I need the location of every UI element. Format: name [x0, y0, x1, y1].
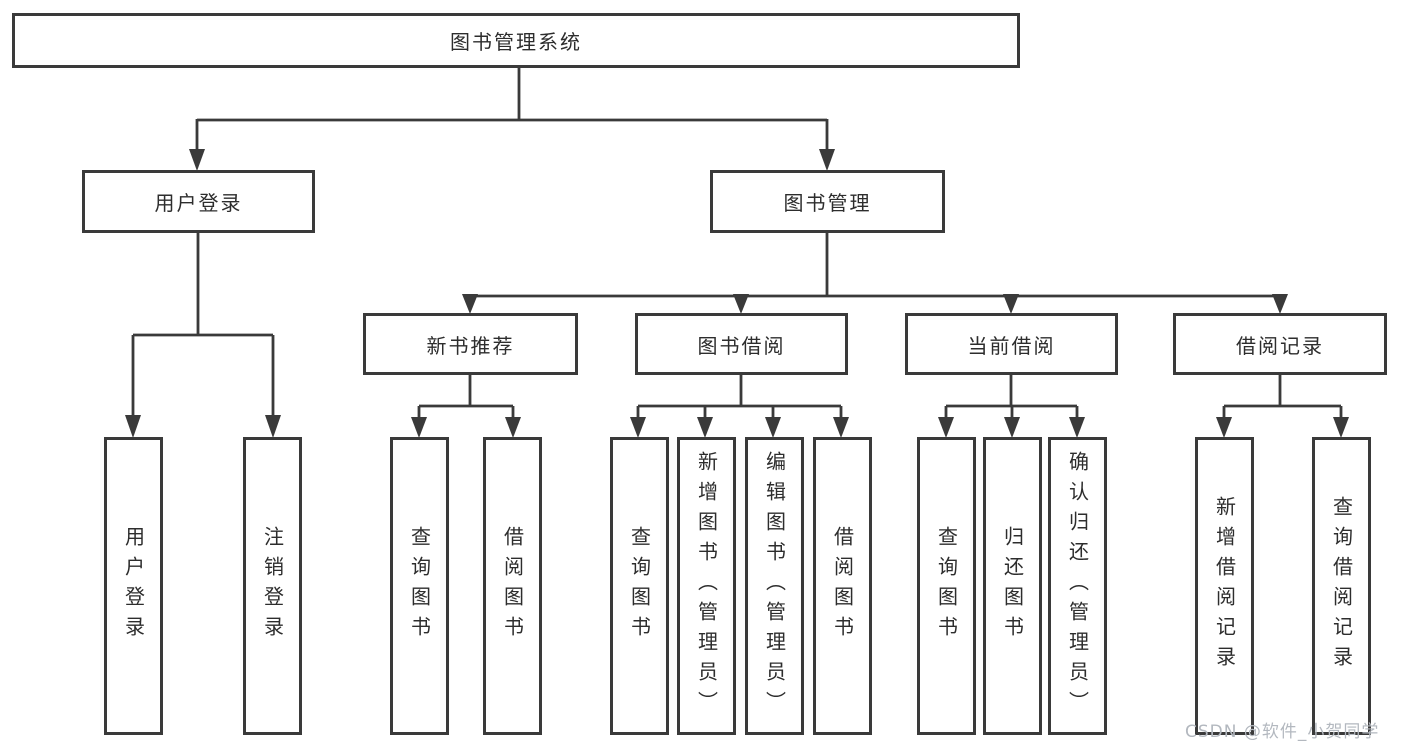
leaf-label: 用户登录 — [121, 526, 146, 646]
leaf-user-login: 用户登录 — [104, 437, 163, 735]
leaf-label: 查询图书 — [407, 526, 432, 646]
node-book-borrow: 图书借阅 — [635, 313, 848, 375]
arrowheads — [125, 149, 1349, 438]
leaf-borrow-books-recommend: 借阅图书 — [483, 437, 542, 735]
leaf-query-books-borrow: 查询图书 — [610, 437, 669, 735]
csdn-watermark: CSDN @软件_小贺同学 — [1185, 722, 1380, 742]
leaf-label: 新增图书（管理员） — [694, 451, 719, 721]
leaf-add-books-admin: 新增图书（管理员） — [677, 437, 736, 735]
leaf-label: 查询图书 — [627, 526, 652, 646]
node-label: 新书推荐 — [426, 333, 515, 358]
leaf-label: 编辑图书（管理员） — [762, 451, 787, 721]
leaf-query-borrow-record: 查询借阅记录 — [1312, 437, 1371, 735]
leaf-label: 借阅图书 — [500, 526, 525, 646]
node-label: 图书管理 — [783, 191, 872, 215]
leaf-label: 查询借阅记录 — [1329, 496, 1354, 676]
leaf-add-borrow-record: 新增借阅记录 — [1195, 437, 1254, 735]
leaf-borrow-books: 借阅图书 — [813, 437, 872, 735]
leaf-label: 新增借阅记录 — [1212, 496, 1237, 676]
node-label: 图书管理系统 — [450, 30, 582, 54]
leaf-logout: 注销登录 — [243, 437, 302, 735]
node-label: 借阅记录 — [1236, 333, 1324, 358]
leaf-label: 借阅图书 — [830, 526, 855, 646]
node-user-login: 用户登录 — [82, 170, 315, 233]
leaf-label: 确认归还（管理员） — [1065, 451, 1090, 721]
node-label: 用户登录 — [154, 191, 243, 215]
node-library-management-system: 图书管理系统 — [12, 13, 1020, 68]
leaf-label: 归还图书 — [1000, 526, 1025, 646]
leaf-query-books-recommend: 查询图书 — [390, 437, 449, 735]
node-label: 当前借阅 — [967, 333, 1056, 358]
node-new-book-recommend: 新书推荐 — [363, 313, 578, 375]
node-label: 图书借阅 — [697, 333, 786, 358]
node-borrow-records: 借阅记录 — [1173, 313, 1387, 375]
node-current-borrow: 当前借阅 — [905, 313, 1118, 375]
leaf-return-books: 归还图书 — [983, 437, 1042, 735]
node-book-management: 图书管理 — [710, 170, 945, 233]
leaf-label: 注销登录 — [260, 526, 285, 646]
leaf-confirm-return-admin: 确认归还（管理员） — [1048, 437, 1107, 735]
leaf-query-books-current: 查询图书 — [917, 437, 976, 735]
leaf-edit-books-admin: 编辑图书（管理员） — [745, 437, 804, 735]
leaf-label: 查询图书 — [934, 526, 959, 646]
